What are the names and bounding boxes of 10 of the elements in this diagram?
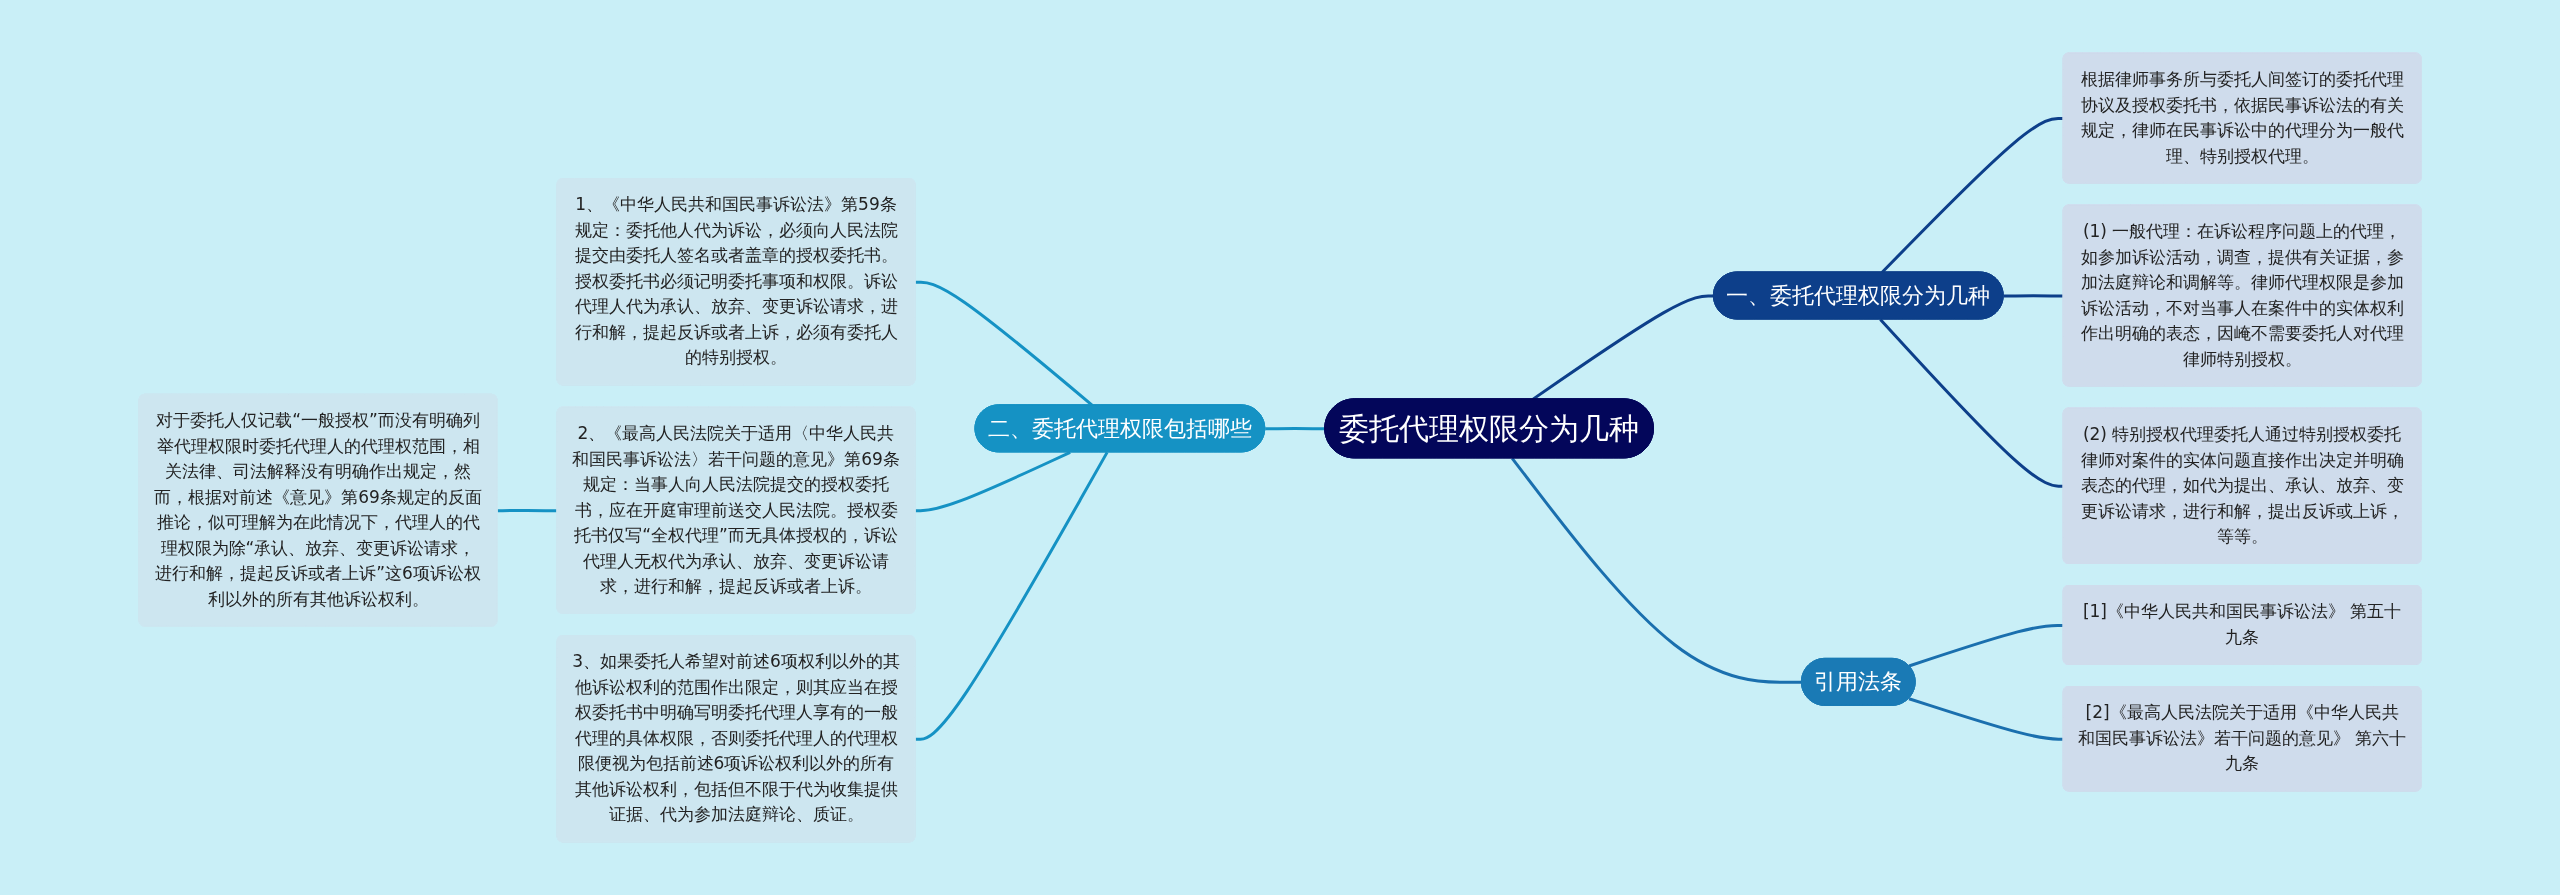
connector <box>915 451 1071 513</box>
connector <box>2003 294 2064 298</box>
connector <box>1510 457 1802 684</box>
connector <box>1908 697 2064 741</box>
connector <box>1265 427 1326 431</box>
connector <box>1879 318 2064 488</box>
connector <box>915 451 1109 741</box>
connector <box>497 508 558 513</box>
connector <box>1880 116 2064 274</box>
connector <box>1908 623 2064 668</box>
